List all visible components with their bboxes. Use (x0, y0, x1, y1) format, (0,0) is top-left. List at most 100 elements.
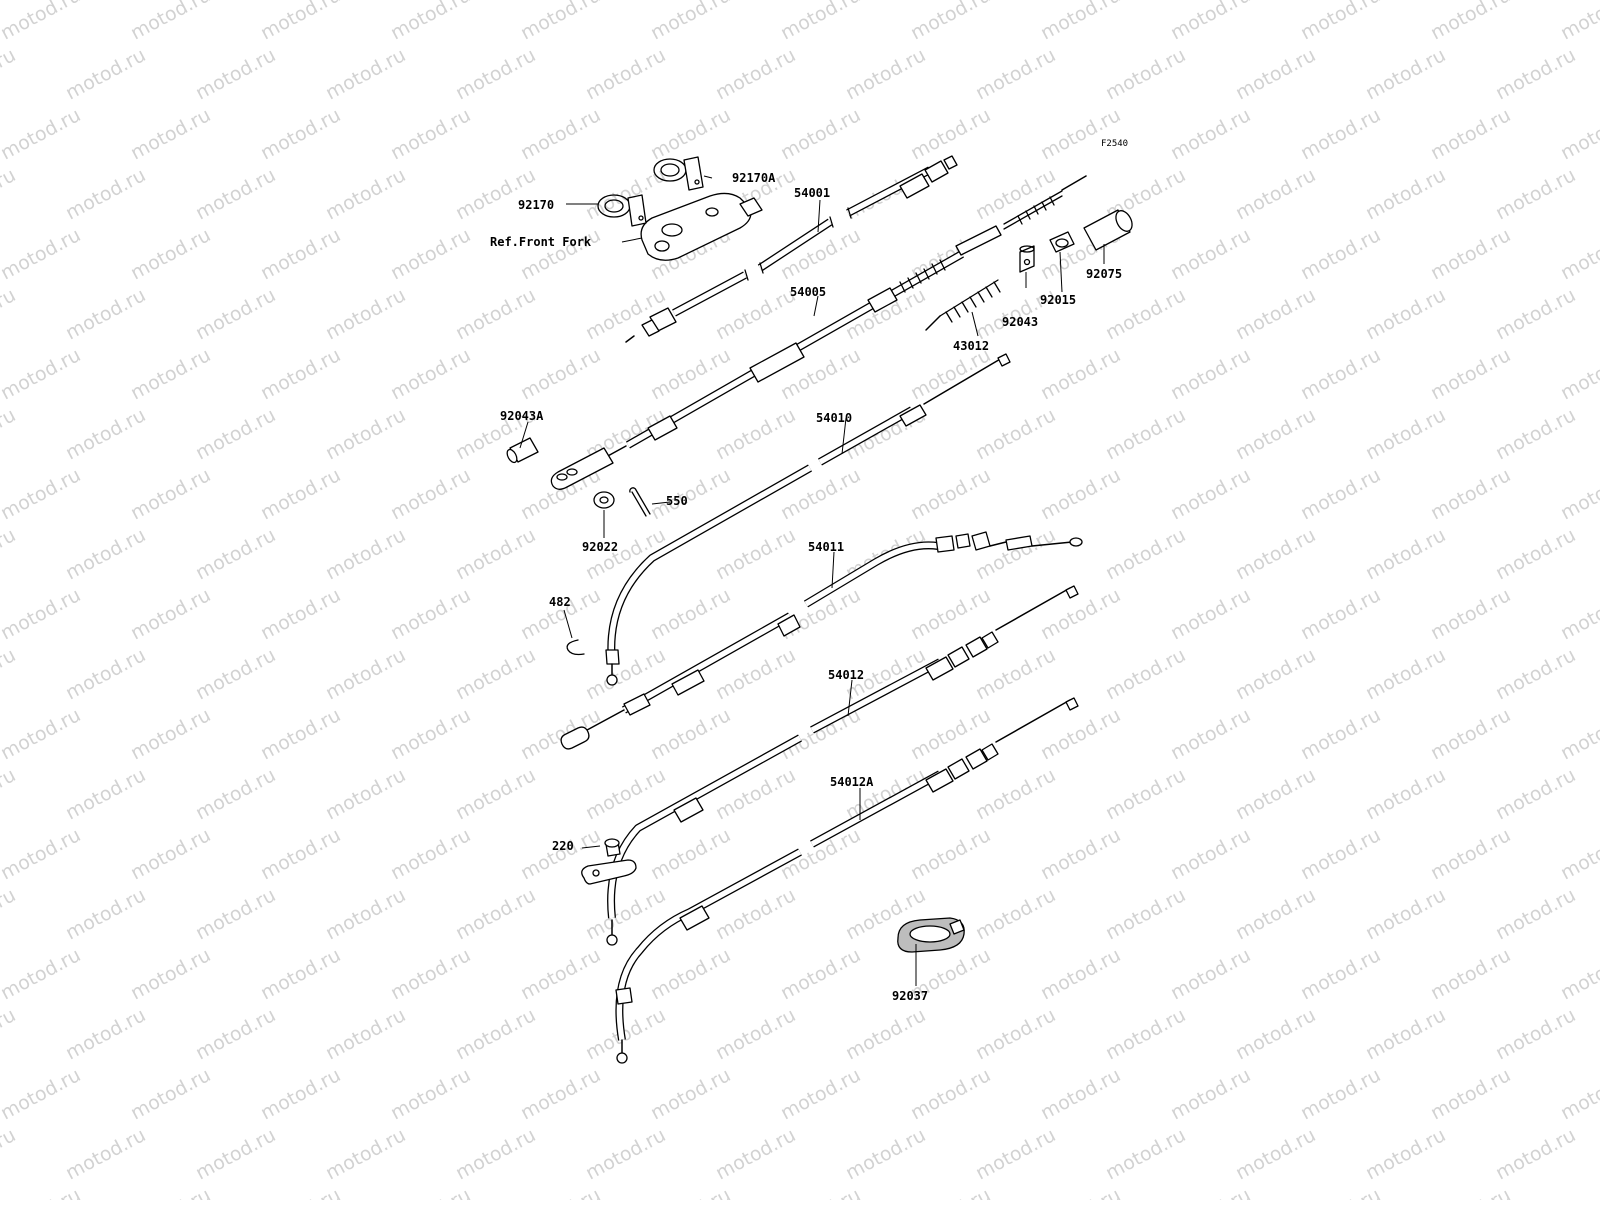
watermark-text: motod.ru (62, 44, 149, 104)
label-54012[interactable]: 54012 (828, 668, 864, 682)
watermark-text: motod.ru (517, 224, 604, 284)
watermark-text: motod.ru (1167, 1184, 1254, 1200)
watermark-text: motod.ru (62, 764, 149, 824)
watermark-text: motod.ru (1427, 104, 1514, 164)
label-54005[interactable]: 54005 (790, 285, 826, 299)
label-43012[interactable]: 43012 (953, 339, 989, 353)
watermark-text: motod.ru (1362, 164, 1449, 224)
label-54011[interactable]: 54011 (808, 540, 844, 554)
watermark-text: motod.ru (1492, 164, 1579, 224)
watermark-text: motod.ru (777, 464, 864, 524)
watermark-text: motod.ru (0, 224, 84, 284)
watermark-text: motod.ru (127, 0, 214, 44)
watermark-text: motod.ru (647, 704, 734, 764)
label-92170A[interactable]: 92170A (732, 171, 776, 185)
watermark-text: motod.ru (1167, 344, 1254, 404)
watermark-text: motod.ru (322, 44, 409, 104)
label-92043[interactable]: 92043 (1002, 315, 1038, 329)
watermark-text: motod.ru (972, 164, 1059, 224)
label-92170[interactable]: 92170 (518, 198, 554, 212)
watermark-text: motod.ru (62, 1004, 149, 1064)
watermark-text: motod.ru (452, 524, 539, 584)
label-92043A[interactable]: 92043A (500, 409, 544, 423)
watermark-text: motod.ru (842, 764, 929, 824)
watermark-text: motod.ru (1427, 704, 1514, 764)
label-92015[interactable]: 92015 (1040, 293, 1076, 307)
watermark-text: motod.ru (712, 1124, 799, 1184)
watermark-text: motod.ru (1102, 284, 1189, 344)
watermark-text: motod.ru (712, 764, 799, 824)
front-fork-bracket (640, 192, 763, 261)
label-92037[interactable]: 92037 (892, 989, 928, 1003)
watermark-text: motod.ru (1297, 1184, 1384, 1200)
watermark-text: motod.ru (452, 884, 539, 944)
watermark-text: motod.ru (1427, 584, 1514, 644)
watermark-text: motod.ru (257, 824, 344, 884)
watermark-text: motod.ru (387, 344, 474, 404)
watermark-text: motod.ru (257, 464, 344, 524)
throttle-cable-54011 (560, 531, 1083, 750)
watermark-text: motod.ru (1427, 1064, 1514, 1124)
nut-92043 (1019, 245, 1035, 273)
watermark-text: motod.ru (1167, 224, 1254, 284)
watermark-text: motod.ru (1102, 1124, 1189, 1184)
watermark-text: motod.ru (907, 104, 994, 164)
label-54010[interactable]: 54010 (816, 411, 852, 425)
watermark-text: motod.ru (972, 404, 1059, 464)
label-54012A[interactable]: 54012A (830, 775, 874, 789)
watermark-text: motod.ru (387, 464, 474, 524)
watermark-text: motod.ru (452, 1004, 539, 1064)
watermark-text: motod.ru (192, 524, 279, 584)
watermark-text: motod.ru (62, 404, 149, 464)
label-482[interactable]: 482 (549, 595, 571, 609)
watermark-text: motod.ru (517, 1064, 604, 1124)
watermark-text: motod.ru (1492, 764, 1579, 824)
watermark-text: motod.ru (1362, 524, 1449, 584)
watermark-text: motod.ru (1167, 464, 1254, 524)
watermark-text: motod.ru (712, 524, 799, 584)
watermark-text: motod.ru (1362, 284, 1449, 344)
clamp-92170A (653, 156, 704, 191)
watermark-text: motod.ru (387, 1184, 474, 1200)
watermark-text: motod.ru (1492, 644, 1579, 704)
watermark-text: motod.ru (1167, 0, 1254, 44)
watermark-text: motod.ru (127, 1064, 214, 1124)
watermark-text: motod.ru (517, 344, 604, 404)
watermark-text: motod.ru (777, 1064, 864, 1124)
watermark-text: motod.ru (647, 1184, 734, 1200)
watermark-text: motod.ru (972, 44, 1059, 104)
watermark-text: motod.ru (387, 584, 474, 644)
label-92075[interactable]: 92075 (1086, 267, 1122, 281)
watermark-text: motod.ru (0, 404, 19, 464)
diagram-code: F2540 (1101, 139, 1128, 149)
watermark-text: motod.ru (127, 464, 214, 524)
label-54001[interactable]: 54001 (794, 186, 830, 200)
watermark-text: motod.ru (1557, 104, 1600, 164)
watermark-text: motod.ru (1427, 344, 1514, 404)
watermark-text: motod.ru (387, 0, 474, 44)
watermark-text: motod.ru (582, 44, 669, 104)
watermark-text: motod.ru (1297, 464, 1384, 524)
watermark-text: motod.ru (387, 224, 474, 284)
watermark-text: motod.ru (387, 1064, 474, 1124)
watermark-text: motod.ru (777, 0, 864, 44)
watermark-text: motod.ru (647, 944, 734, 1004)
watermark-text: motod.ru (1297, 824, 1384, 884)
watermark-text: motod.ru (842, 44, 929, 104)
label-92022[interactable]: 92022 (582, 540, 618, 554)
label-550[interactable]: 550 (666, 494, 688, 508)
watermark-text: motod.ru (257, 1064, 344, 1124)
watermark-text: motod.ru (777, 104, 864, 164)
watermark-text: motod.ru (1102, 644, 1189, 704)
watermark-text: motod.ru (257, 104, 344, 164)
label-ref-front-fork[interactable]: Ref.Front Fork (490, 235, 592, 249)
watermark-text: motod.ru (1297, 704, 1384, 764)
watermark-text: motod.ru (1037, 1064, 1124, 1124)
watermark-text: motod.ru (1102, 884, 1189, 944)
label-220[interactable]: 220 (552, 839, 574, 853)
watermark-text: motod.ru (387, 944, 474, 1004)
watermark-text: motod.ru (0, 584, 84, 644)
watermark-text: motod.ru (1167, 104, 1254, 164)
watermark-text: motod.ru (907, 0, 994, 44)
